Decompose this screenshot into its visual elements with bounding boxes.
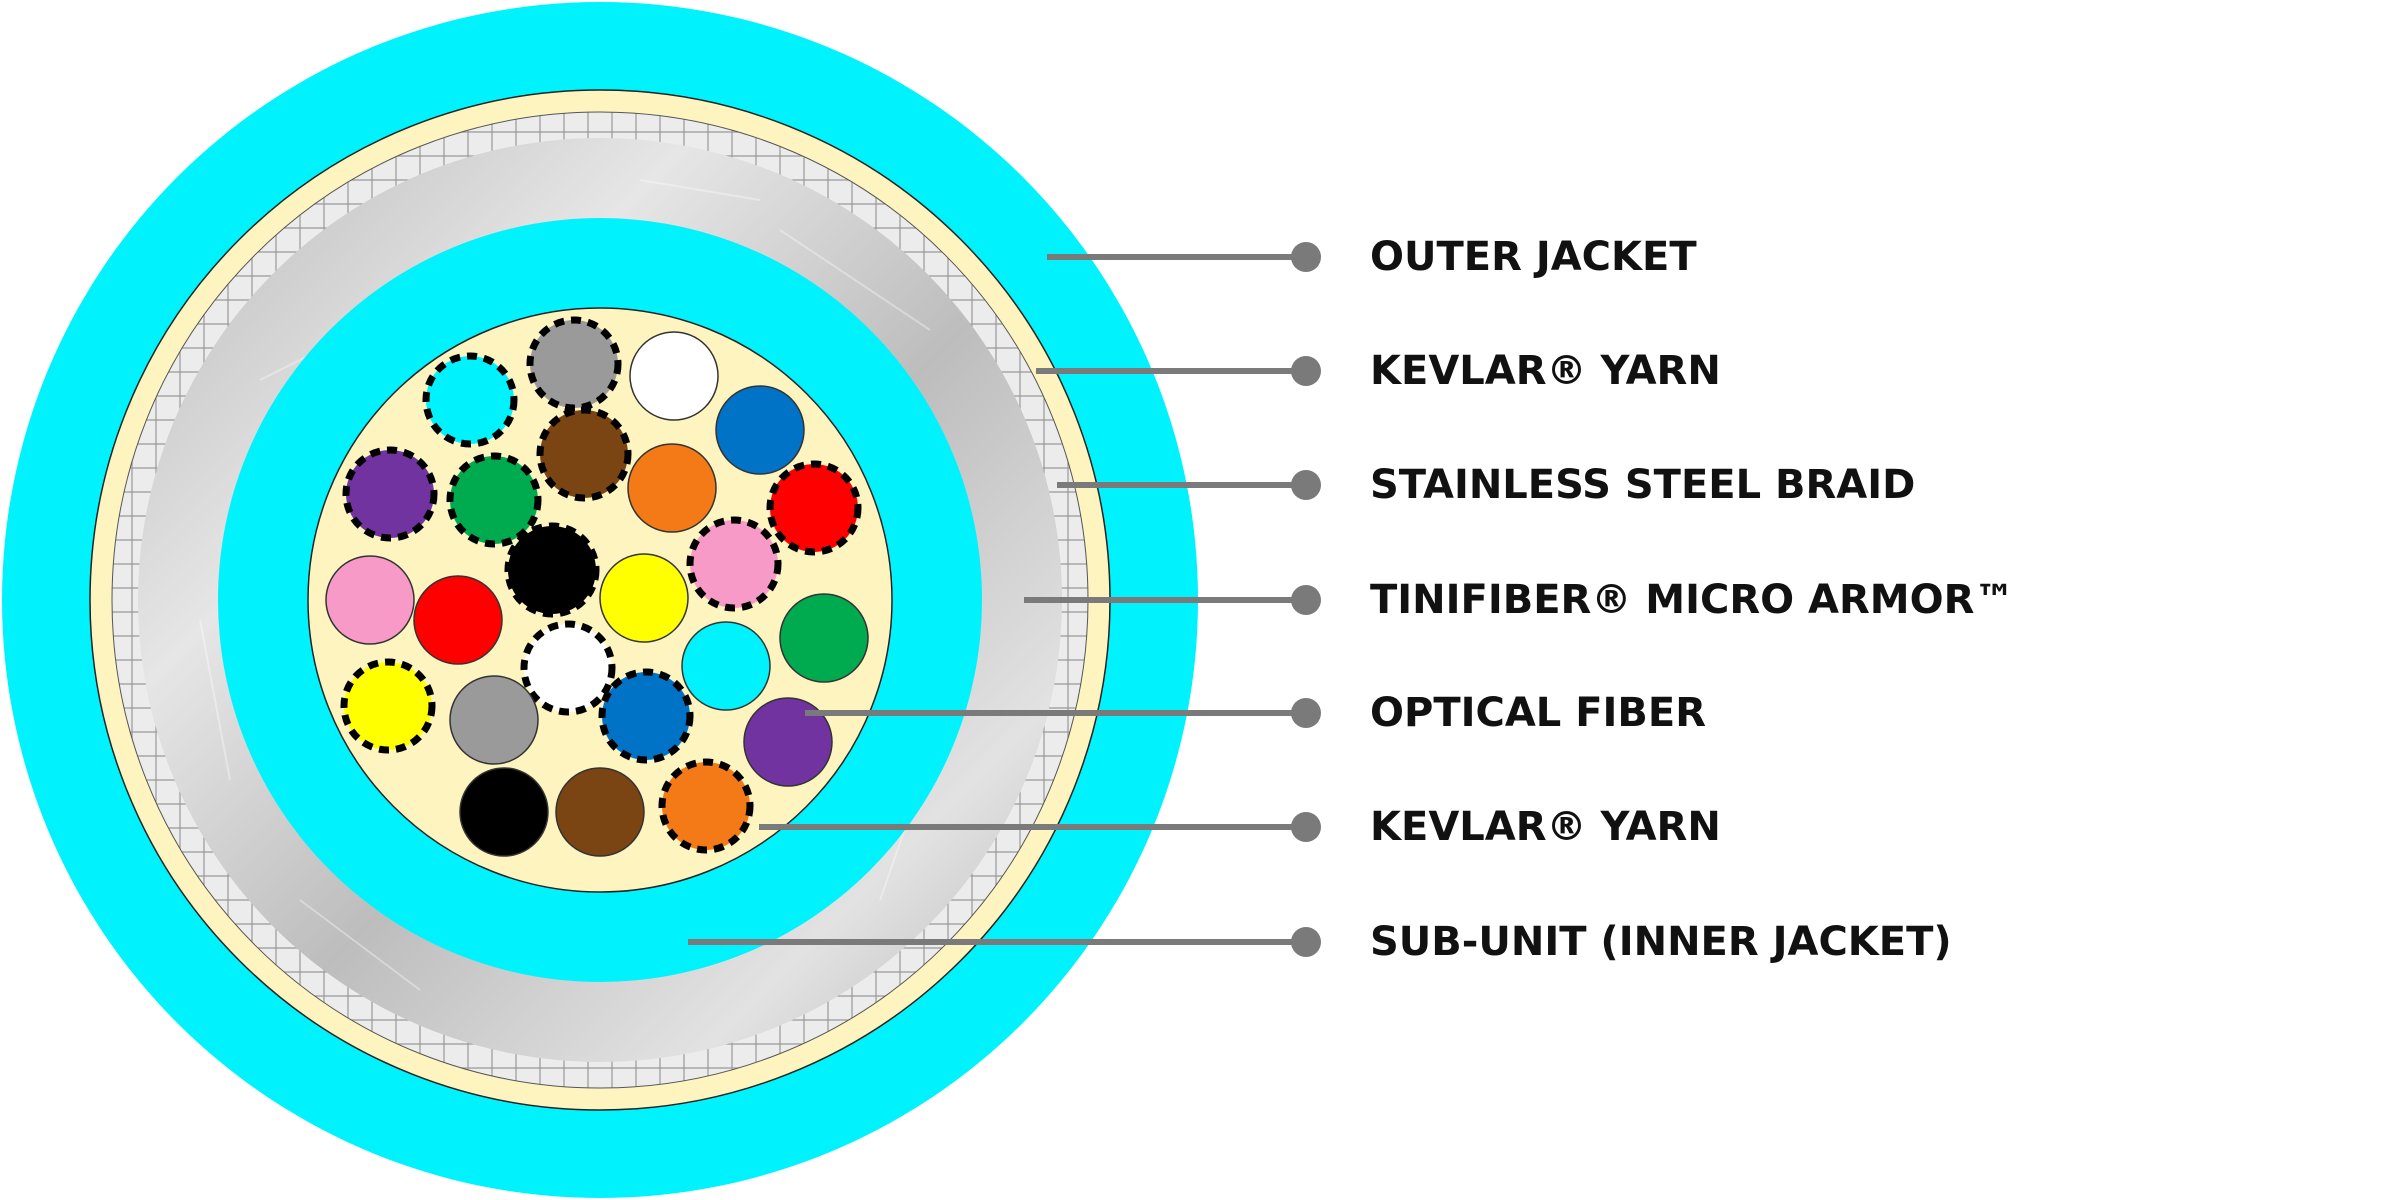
optical-fiber-strand	[342, 446, 438, 542]
outer-jacket-leader-dot	[1291, 242, 1321, 272]
optical-fiber-strand	[526, 316, 622, 412]
optical-fiber-strand	[325, 555, 415, 645]
optical-fiber-strand	[555, 767, 645, 857]
optical-fiber-strand	[681, 621, 771, 711]
optical-fiber-strand	[446, 452, 542, 548]
kevlar-yarn-outer-leader-dot	[1291, 356, 1321, 386]
callout-labels: OUTER JACKET KEVLAR® YARN STAINLESS STEEL …	[688, 234, 2014, 965]
tinifiber-micro-armor-leader-dot	[1291, 585, 1321, 615]
stainless-steel-braid-label: STAINLESS STEEL BRAID	[1370, 462, 1915, 508]
optical-fiber-strand	[658, 758, 754, 854]
optical-fiber-strand	[715, 385, 805, 475]
optical-fiber-strand	[459, 767, 549, 857]
optical-fiber-strand	[520, 620, 616, 716]
tinifiber-micro-armor-label: TINIFIBER® MICRO ARMOR™	[1370, 577, 2014, 623]
optical-fiber-strand	[766, 460, 862, 556]
optical-fiber-strand	[598, 668, 694, 764]
optical-fiber-leader-dot	[1291, 698, 1321, 728]
outer-jacket-label: OUTER JACKET	[1370, 234, 1697, 280]
optical-fiber-strand	[449, 675, 539, 765]
optical-fiber-strand	[743, 697, 833, 787]
optical-fiber-strand	[504, 522, 600, 618]
optical-fiber-strand	[340, 658, 436, 754]
optical-fiber-strand	[422, 352, 518, 448]
optical-fiber-strand	[779, 593, 869, 683]
optical-fiber-strand	[536, 406, 632, 502]
optical-fiber-strand	[599, 553, 689, 643]
optical-fiber-strand	[629, 331, 719, 421]
sub-unit-inner-jacket-label: SUB-UNIT (INNER JACKET)	[1370, 919, 1952, 965]
sub-unit-inner-jacket-leader-dot	[1291, 927, 1321, 957]
kevlar-yarn-inner-leader-dot	[1291, 812, 1321, 842]
stainless-steel-braid-leader-dot	[1291, 470, 1321, 500]
optical-fiber-strand	[627, 443, 717, 533]
optical-fiber-bundle	[325, 316, 869, 857]
optical-fiber-strand	[686, 516, 782, 612]
optical-fiber-strand	[413, 575, 503, 665]
kevlar-yarn-outer-label: KEVLAR® YARN	[1370, 348, 1721, 394]
optical-fiber-label: OPTICAL FIBER	[1370, 690, 1706, 736]
kevlar-yarn-inner-label: KEVLAR® YARN	[1370, 804, 1721, 850]
